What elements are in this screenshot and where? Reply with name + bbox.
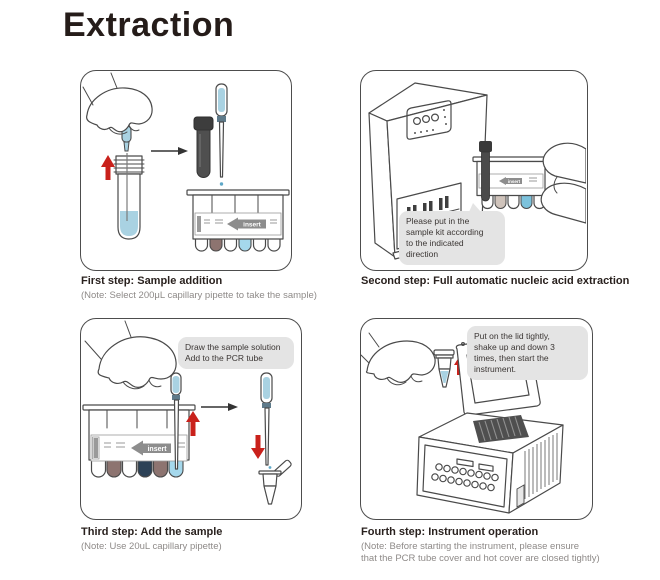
bubble-line: Put on the lid tightly, (474, 331, 550, 341)
hand-icon (361, 332, 436, 386)
insert-arrow-icon: insert (227, 217, 266, 231)
bubble-line: instrument. (474, 364, 517, 375)
page-title: Extraction (63, 6, 235, 44)
red-arrow-up-icon (101, 155, 115, 180)
step4-note: (Note: Before starting the instrument, p… (361, 540, 580, 552)
bubble-line: Please put in the (406, 216, 470, 226)
insert-label: insert (508, 179, 521, 184)
right-arrow-icon (151, 147, 188, 155)
step4-note: that the PCR tube cover and hot cover ar… (361, 552, 600, 564)
bubble-line: sample kit according (406, 227, 484, 238)
step2-caption-block: Second step: Full automatic nucleic acid… (361, 275, 656, 289)
red-arrow-up-icon (186, 411, 200, 436)
pipette-stem (173, 399, 180, 470)
hand-icon (82, 72, 153, 135)
hand-icon (84, 320, 177, 390)
step4-caption-block: Fourth step: Instrument operation (Note:… (361, 526, 656, 565)
step2-caption: Second step: Full automatic nucleic acid… (361, 275, 630, 287)
panel-step1: insert (80, 70, 292, 271)
capillary-pipette-icon (260, 372, 273, 466)
step3-caption-block: Third step: Add the sample (Note: Use 20… (81, 526, 366, 553)
sample-rack-icon: insert (186, 189, 290, 252)
bubble-line: Draw the sample solution (185, 342, 281, 352)
insert-label: insert (147, 446, 167, 453)
right-arrow-icon (201, 403, 238, 411)
sample-addition-illustration: insert (82, 72, 290, 252)
step3-caption: Third step: Add the sample (81, 526, 223, 538)
hand-icon (540, 142, 586, 224)
speech-bubble: Please put in the sample kit according t… (399, 202, 505, 266)
bubble-line: direction (406, 249, 439, 260)
pcr-tube-icon (433, 349, 455, 388)
insert-arrow-icon: insert (131, 440, 171, 456)
speech-bubble: Put on the lid tightly, shake up and dow… (467, 326, 588, 381)
panel-step2: insert Please put in the sample kit acco… (360, 70, 588, 271)
step1-caption: First step: Sample addition (81, 275, 223, 287)
bubble-line: shake up and down 3 (474, 342, 555, 353)
step3-note: (Note: Use 20uL capillary pipette) (81, 540, 222, 552)
step4-caption: Fourth step: Instrument operation (361, 526, 539, 538)
instrument-operation-illustration (361, 332, 564, 514)
dark-tube-icon (193, 116, 214, 178)
red-arrow-down-icon (251, 435, 265, 459)
bubble-line: Add to the PCR tube (185, 353, 263, 364)
panel-step4: Put on the lid tightly, shake up and dow… (360, 318, 593, 520)
bubble-line: to the indicated (406, 238, 464, 249)
panel-step3: insert (80, 318, 302, 520)
droplet-icon (219, 182, 224, 186)
step1-note: (Note: Select 200μL capillary pipette to… (81, 289, 317, 301)
sample-kit-icon: insert (472, 141, 550, 210)
vent-lines (524, 433, 558, 499)
capillary-pipette-icon (170, 372, 182, 400)
pcr-tube-icon (258, 459, 292, 505)
bubble-line: times, then start the (474, 353, 549, 364)
capillary-pipette-icon (215, 83, 228, 178)
insert-arrow-icon: insert (499, 177, 522, 185)
insert-label: insert (243, 222, 262, 229)
sample-tube-icon (113, 153, 145, 240)
pcr-instrument-icon (416, 334, 564, 514)
add-sample-illustration: insert (82, 320, 292, 505)
step1-caption-block: First step: Sample addition (Note: Selec… (81, 275, 366, 302)
speech-bubble: Draw the sample solution Add to the PCR … (178, 337, 294, 370)
sample-rack-icon: insert (82, 404, 196, 478)
